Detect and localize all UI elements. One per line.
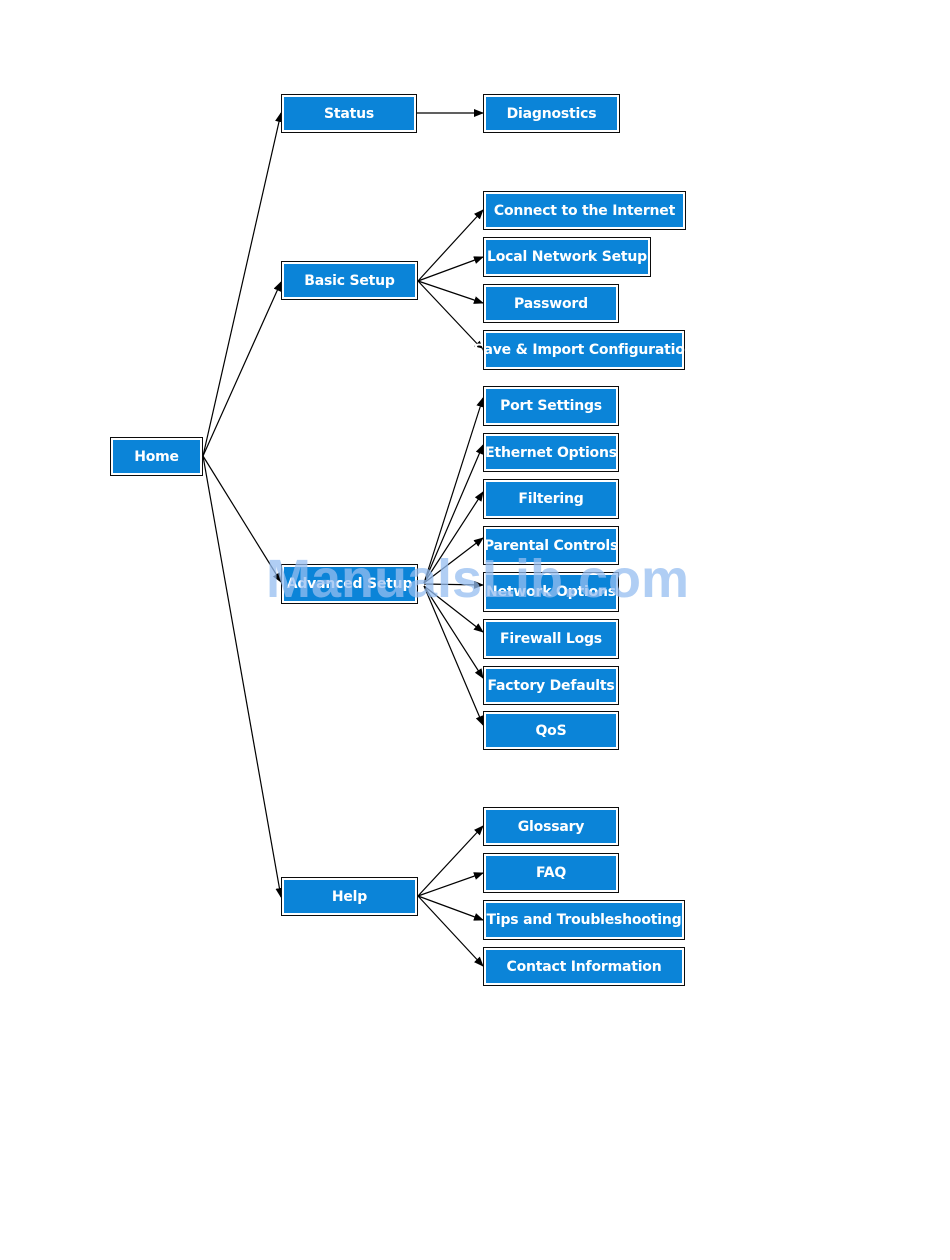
- arrow-home-advanced-setup: [202, 455, 282, 583]
- node-local-network-setup[interactable]: Local Network Setup: [483, 237, 651, 277]
- arrow-adv-qos: [423, 585, 484, 726]
- arrow-home-basic-setup: [202, 281, 282, 457]
- node-password[interactable]: Password: [483, 284, 619, 323]
- arrow-adv-port: [423, 397, 485, 584]
- node-firewall-logs[interactable]: Firewall Logs: [483, 619, 619, 659]
- arrow-help-tips: [417, 895, 484, 921]
- node-glossary[interactable]: Glossary: [483, 807, 619, 846]
- arrow-home-status: [202, 112, 283, 457]
- node-parental-controls[interactable]: Parental Controls: [483, 526, 619, 565]
- arrow-adv-filtering: [423, 491, 484, 584]
- node-home[interactable]: Home: [110, 437, 203, 476]
- node-help[interactable]: Help: [281, 877, 418, 916]
- node-connect-to-the-internet[interactable]: Connect to the Internet: [483, 191, 686, 230]
- arrow-adv-firewall: [423, 585, 484, 633]
- node-basic-setup[interactable]: Basic Setup: [281, 261, 418, 300]
- arrow-basic-save: [417, 280, 484, 351]
- node-filtering[interactable]: Filtering: [483, 479, 619, 519]
- arrow-adv-parental: [423, 537, 484, 584]
- node-diagnostics[interactable]: Diagnostics: [483, 94, 620, 133]
- arrow-help-glossary: [417, 825, 484, 897]
- arrow-adv-factory: [423, 585, 484, 679]
- node-contact-information[interactable]: Contact Information: [483, 947, 685, 986]
- node-faq[interactable]: FAQ: [483, 853, 619, 893]
- arrow-adv-network: [423, 580, 484, 589]
- node-qos[interactable]: QoS: [483, 711, 619, 750]
- arrow-basic-connect: [417, 209, 484, 282]
- arrow-help-faq: [417, 872, 484, 897]
- node-status[interactable]: Status: [281, 94, 417, 133]
- node-advanced-setup[interactable]: Advanced Setup: [281, 564, 418, 604]
- node-ethernet-options[interactable]: Ethernet Options: [483, 433, 619, 472]
- arrow-basic-local: [417, 256, 484, 282]
- arrow-help-contact: [417, 895, 484, 967]
- arrow-home-help: [202, 455, 284, 898]
- arrow-basic-password: [417, 280, 484, 304]
- node-tips-and-troubleshooting[interactable]: Tips and Troubleshooting: [483, 900, 685, 940]
- arrow-adv-ethernet: [423, 444, 484, 584]
- node-network-options[interactable]: Network Options: [483, 572, 619, 612]
- node-port-settings[interactable]: Port Settings: [483, 386, 619, 426]
- node-save-import-configuration[interactable]: Save & Import Configuration: [474, 330, 695, 370]
- node-factory-defaults[interactable]: Factory Defaults: [483, 666, 619, 705]
